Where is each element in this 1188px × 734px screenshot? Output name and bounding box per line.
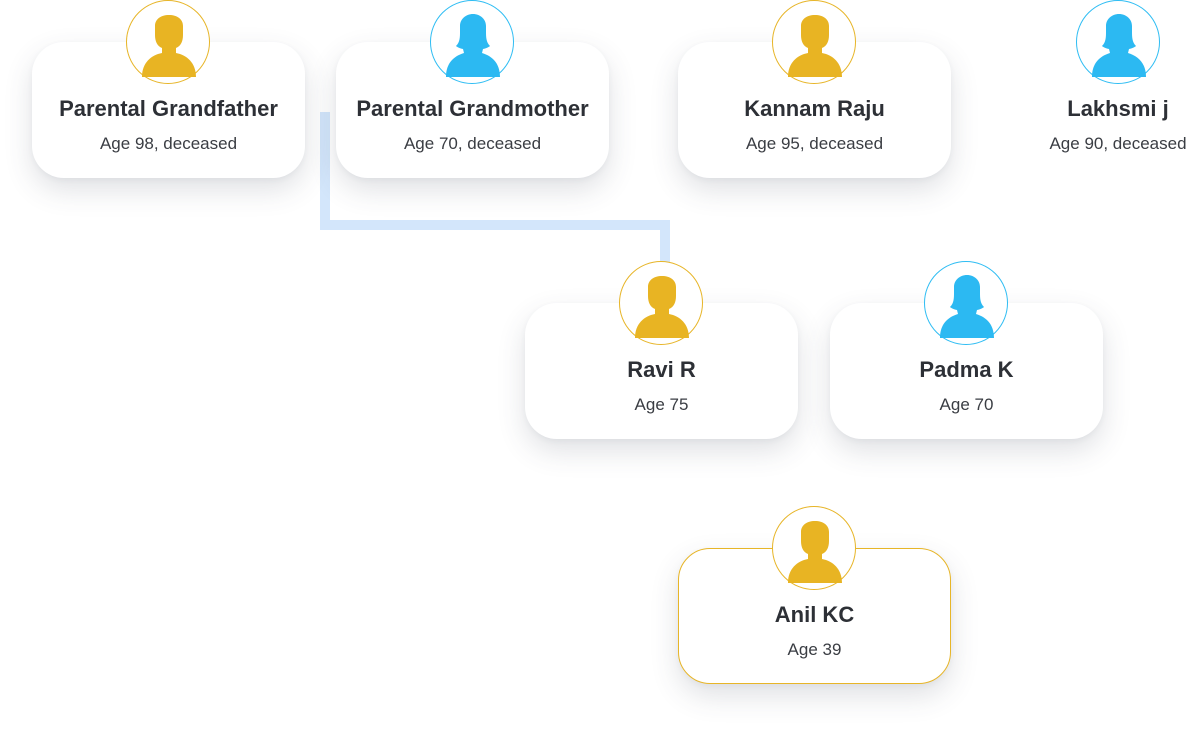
male-person-icon	[772, 0, 856, 84]
person-name: Kannam Raju	[744, 96, 885, 121]
person-age: Age 95, deceased	[745, 134, 884, 153]
female-person-icon	[924, 261, 1008, 345]
female-person-icon	[430, 0, 514, 84]
child-link-line	[660, 220, 670, 264]
person-age: Age 98, deceased	[99, 134, 238, 153]
person-age: Age 90, deceased	[1049, 134, 1187, 153]
person-card-father[interactable]: Ravi R Age 75	[525, 261, 798, 439]
person-name: Padma K	[919, 357, 1014, 382]
male-person-icon	[619, 261, 703, 345]
person-name: Ravi R	[627, 357, 696, 382]
person-name: Anil KC	[774, 602, 855, 627]
male-person-icon	[126, 0, 210, 84]
parent-link-line	[320, 220, 670, 230]
person-card-paternal-grandfather[interactable]: Parental Grandfather Age 98, deceased	[32, 0, 305, 178]
person-name: Parental Grandmother	[356, 96, 589, 121]
male-person-icon	[772, 506, 856, 590]
person-card-paternal-grandmother[interactable]: Parental Grandmother Age 70, deceased	[336, 0, 609, 178]
female-person-icon	[1076, 0, 1160, 84]
person-card-self[interactable]: Anil KC Age 39	[678, 506, 951, 684]
person-age: Age 70	[939, 395, 994, 414]
person-card-maternal-grandmother[interactable]: Lakhsmi j Age 90, deceased	[1040, 0, 1188, 178]
parent-link-line	[320, 112, 330, 230]
person-name: Lakhsmi j	[1067, 96, 1169, 121]
person-card-maternal-grandfather[interactable]: Kannam Raju Age 95, deceased	[678, 0, 951, 178]
person-age: Age 70, deceased	[403, 134, 542, 153]
person-age: Age 39	[787, 640, 842, 659]
person-name: Parental Grandfather	[59, 96, 278, 121]
person-card-mother[interactable]: Padma K Age 70	[830, 261, 1103, 439]
person-age: Age 75	[634, 395, 689, 414]
